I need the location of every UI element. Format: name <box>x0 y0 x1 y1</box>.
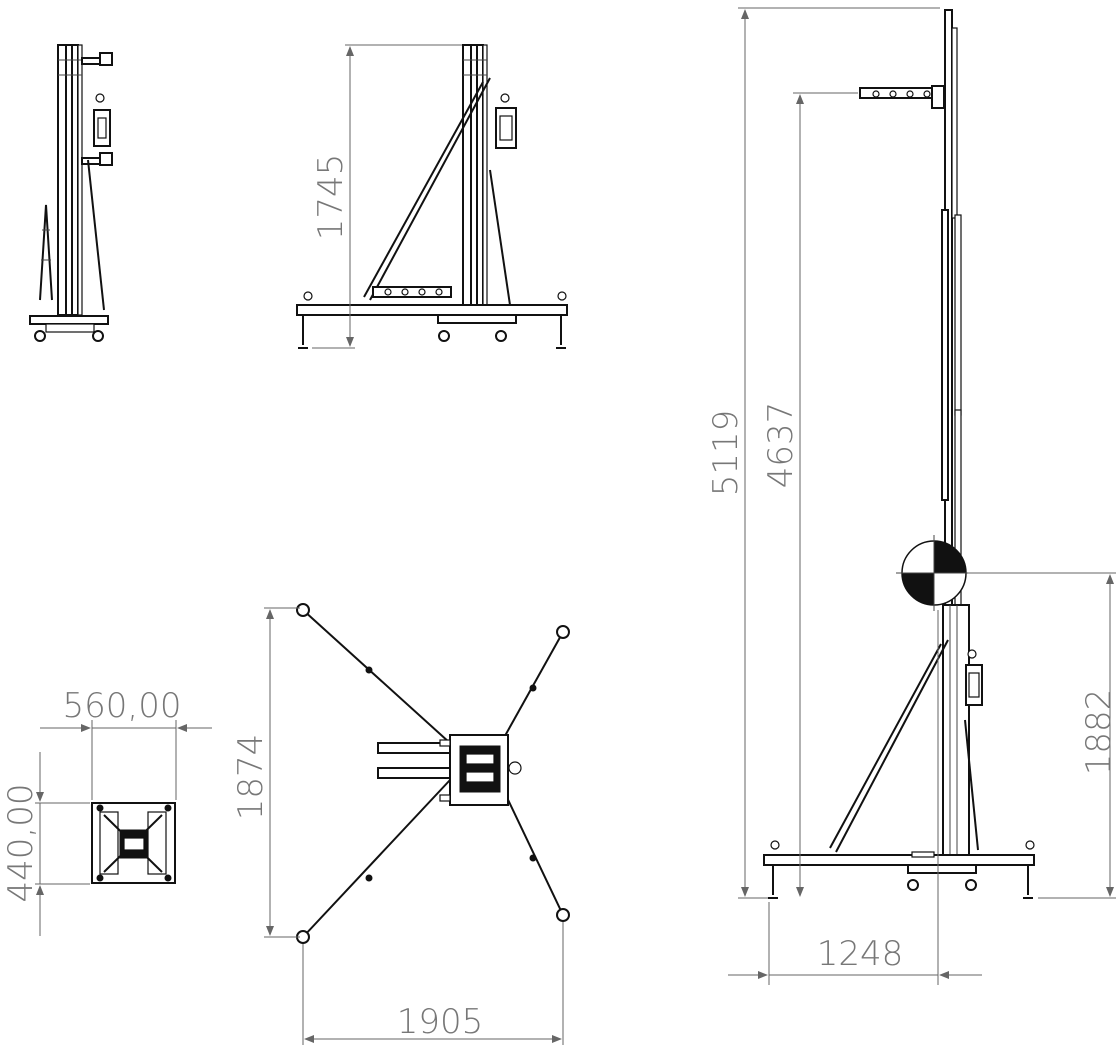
dim-label-5119: 5119 <box>706 410 746 497</box>
dimension-1905 <box>302 922 564 1045</box>
dimension-1874 <box>264 607 300 938</box>
center-of-gravity-symbol <box>896 535 972 611</box>
dim-label-1874: 1874 <box>231 734 271 821</box>
dim-label-440: 440,00 <box>1 784 41 903</box>
dim-label-560: 560,00 <box>63 686 182 726</box>
outrigger-side-view <box>296 44 568 349</box>
top-view-base <box>91 802 176 884</box>
dim-label-1248: 1248 <box>817 934 904 974</box>
dimension-5119 <box>738 7 940 899</box>
dimension-1248 <box>728 610 982 985</box>
folded-lift-side-view <box>29 44 113 342</box>
dim-label-1905: 1905 <box>397 1002 484 1042</box>
dimension-1745 <box>312 44 462 349</box>
dimension-4637 <box>793 92 858 897</box>
dimension-1882 <box>968 572 1116 899</box>
top-view-legs <box>296 603 570 944</box>
dim-label-1882: 1882 <box>1079 689 1116 776</box>
dim-label-1745: 1745 <box>311 154 351 241</box>
dim-label-4637: 4637 <box>761 402 801 489</box>
dimension-560 <box>40 720 212 800</box>
extended-lift-side-view <box>763 9 1035 899</box>
dimension-440 <box>35 752 90 936</box>
